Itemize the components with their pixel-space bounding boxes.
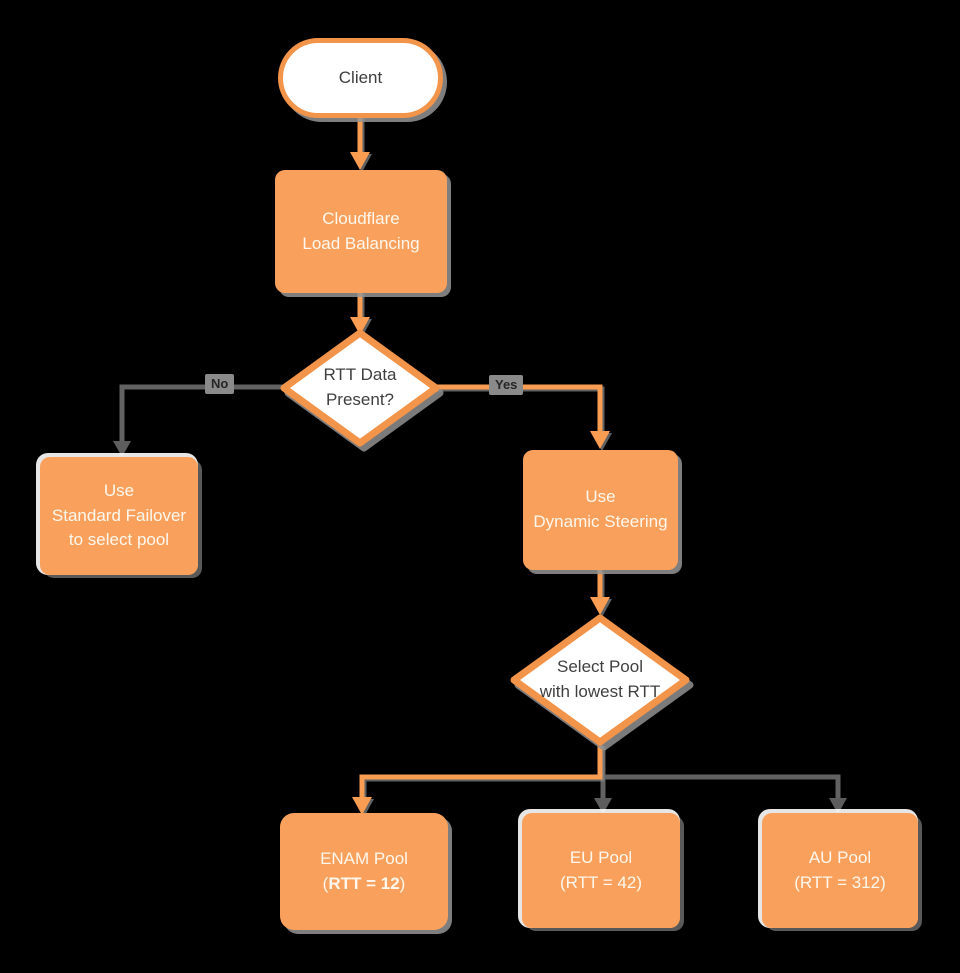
client-node: Client	[278, 38, 443, 118]
arrowhead-to-lb	[350, 152, 370, 170]
arrowhead-to-dynamic-steering	[590, 431, 610, 449]
arrowhead-to-standard-failover	[113, 441, 131, 457]
rtt-decision-line1: RTT Data	[323, 365, 397, 385]
select-pool-line1: Select Pool	[557, 657, 643, 677]
enam-pool-line2: (RTT = 12)	[323, 872, 406, 897]
cloudflare-lb-line2: Load Balancing	[302, 233, 420, 253]
standard-failover-line3: to select pool	[68, 530, 170, 550]
cloudflare-lb-node: Cloudflare Load Balancing	[275, 170, 447, 293]
select-pool-label: Select Pool with lowest RTT	[510, 652, 690, 708]
eu-pool-node: EU Pool (RTT = 42)	[522, 813, 680, 928]
rtt-decision-line2: Present?	[325, 390, 395, 409]
enam-paren-open: (	[322, 873, 329, 893]
enam-pool-line1: ENAM Pool	[320, 848, 408, 868]
client-label: Client	[338, 67, 383, 87]
standard-failover-node: Use Standard Failover to select pool	[40, 457, 198, 575]
eu-pool-line2: (RTT = 42)	[559, 872, 643, 892]
edge-label-yes: Yes	[489, 375, 524, 395]
edge-to-au-pool	[603, 774, 841, 806]
standard-failover-line2: Standard Failover	[51, 505, 187, 525]
arrowhead-to-enam-pool	[352, 797, 372, 815]
rtt-decision-diamond	[280, 329, 440, 447]
rtt-decision-label: RTT Data Present?	[290, 360, 430, 416]
select-pool-line2: with lowest RTT	[539, 682, 661, 701]
edge-label-no: No	[205, 374, 235, 394]
edge-yes-branch	[434, 384, 603, 438]
dynamic-steering-line2: Dynamic Steering	[533, 512, 668, 531]
dynamic-steering-line1: Use	[585, 487, 616, 507]
eu-pool-line1: EU Pool	[569, 847, 633, 867]
enam-pool-node: ENAM Pool (RTT = 12)	[280, 813, 448, 930]
au-pool-node: AU Pool (RTT = 312)	[762, 813, 918, 928]
arrowhead-to-au-pool	[829, 798, 847, 814]
dynamic-steering-node: Use Dynamic Steering	[523, 450, 678, 570]
standard-failover-line1: Use	[103, 481, 135, 501]
au-pool-line2: (RTT = 312)	[794, 872, 886, 892]
cloudflare-lb-line1: Cloudflare	[322, 208, 400, 228]
arrowhead-to-select-pool	[590, 597, 610, 615]
arrowhead-to-rtt-decision	[350, 317, 370, 335]
edge-no-branch	[119, 384, 286, 448]
enam-rtt-value: RTT = 12	[328, 873, 400, 893]
arrowhead-to-eu-pool	[594, 798, 612, 814]
edge-to-enam-pool	[359, 744, 603, 804]
au-pool-line1: AU Pool	[808, 847, 872, 867]
enam-paren-close: )	[399, 873, 406, 893]
select-pool-diamond	[510, 614, 690, 746]
